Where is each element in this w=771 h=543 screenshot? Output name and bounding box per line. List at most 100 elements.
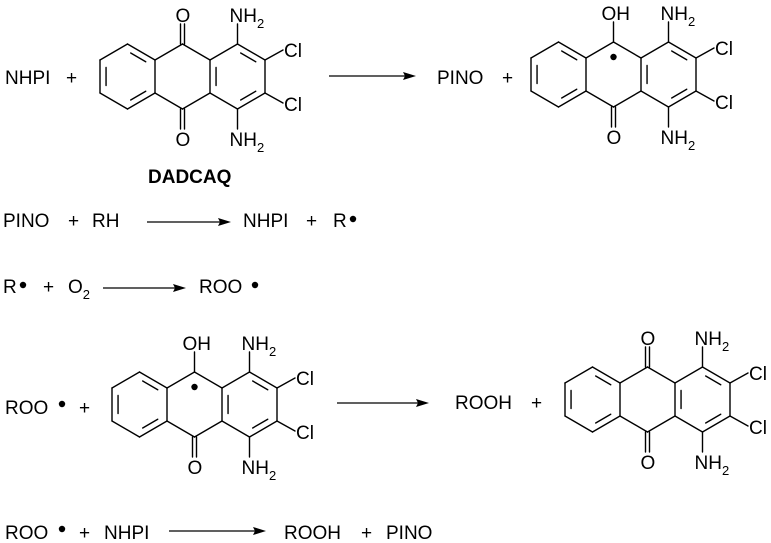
chloro-bond bbox=[276, 377, 296, 389]
ring-bond bbox=[612, 41, 642, 59]
reactant-pino: PINO bbox=[3, 211, 49, 232]
oxygen-label: O bbox=[641, 453, 656, 474]
radical-dot bbox=[58, 525, 66, 533]
radical-dot bbox=[191, 383, 198, 391]
ring-bond bbox=[646, 415, 676, 433]
ring-bond bbox=[236, 92, 266, 110]
chloro-label: Cl bbox=[715, 39, 733, 60]
reactant-r-radical: R bbox=[3, 277, 17, 298]
plus-sign: + bbox=[502, 68, 513, 89]
hydroxyl-label: OH bbox=[602, 4, 631, 25]
chloro-label: Cl bbox=[296, 369, 314, 390]
amine-label: NH2 bbox=[661, 128, 696, 153]
ring-bond bbox=[193, 420, 223, 438]
ring-bond bbox=[564, 366, 594, 384]
double-bond bbox=[130, 90, 147, 101]
plus-sign: + bbox=[306, 211, 317, 232]
ring-bond bbox=[674, 366, 704, 384]
radical-dot bbox=[19, 281, 27, 289]
double-bond bbox=[252, 418, 269, 429]
double-bond bbox=[142, 418, 159, 429]
radical-dot bbox=[251, 281, 259, 289]
double-bond bbox=[252, 380, 269, 391]
double-bond bbox=[142, 380, 159, 391]
ring-bond bbox=[166, 420, 196, 438]
amine-label: NH2 bbox=[242, 334, 277, 359]
chloro-bond bbox=[264, 92, 284, 104]
ring-bond bbox=[193, 371, 223, 389]
ring-bond bbox=[138, 371, 168, 389]
amine-label: NH2 bbox=[695, 329, 730, 354]
reaction-arrow bbox=[147, 218, 231, 226]
amine-label: NH2 bbox=[230, 130, 265, 155]
double-bond bbox=[240, 90, 257, 101]
oxygen-label: O bbox=[641, 329, 656, 350]
chloro-bond bbox=[695, 47, 715, 59]
ring-bond bbox=[667, 90, 697, 108]
product-roo-radical: ROO bbox=[199, 277, 242, 298]
ring-bond bbox=[640, 90, 670, 108]
chloro-label: Cl bbox=[749, 364, 767, 385]
chloro-bond bbox=[276, 420, 296, 432]
product-nhpi: NHPI bbox=[243, 211, 288, 232]
product-rooh: ROOH bbox=[284, 523, 341, 543]
plus-sign: + bbox=[68, 211, 79, 232]
ring-bond bbox=[221, 420, 251, 438]
radical-dot bbox=[610, 53, 617, 61]
ring-bond bbox=[99, 43, 129, 61]
ring-bond bbox=[209, 43, 239, 61]
double-bond bbox=[130, 52, 147, 63]
plus-sign: + bbox=[66, 68, 77, 89]
product-pino: PINO bbox=[437, 68, 483, 89]
radical-dot bbox=[58, 400, 66, 408]
chloro-label: Cl bbox=[749, 418, 767, 439]
amine-label: NH2 bbox=[230, 6, 265, 31]
ring-bond bbox=[99, 92, 129, 110]
ring-bond bbox=[154, 43, 184, 61]
reaction-arrow bbox=[329, 72, 416, 80]
ring-bond bbox=[209, 92, 239, 110]
ring-bond bbox=[248, 371, 278, 389]
oxygen-label: O bbox=[176, 6, 191, 27]
ring-bond bbox=[126, 43, 156, 61]
product-pino: PINO bbox=[386, 523, 432, 543]
ring-bond bbox=[111, 371, 141, 389]
chloro-label: Cl bbox=[296, 423, 314, 444]
reactant-rh: RH bbox=[92, 211, 119, 232]
chloro-label: Cl bbox=[715, 93, 733, 114]
radical-dot bbox=[349, 215, 357, 223]
chloro-bond bbox=[729, 372, 749, 384]
double-bond bbox=[705, 413, 722, 424]
ring-bond bbox=[674, 415, 704, 433]
ring-bond bbox=[126, 92, 156, 110]
ring-bond bbox=[236, 43, 266, 61]
reactant-nhpi: NHPI bbox=[104, 523, 149, 543]
reaction-arrow bbox=[337, 399, 429, 407]
ring-bond bbox=[166, 371, 196, 389]
ring-bond bbox=[564, 415, 594, 433]
double-bond bbox=[561, 88, 578, 99]
double-bond bbox=[595, 413, 612, 424]
plus-sign: + bbox=[79, 398, 90, 419]
ring-bond bbox=[591, 366, 621, 384]
chloro-label: Cl bbox=[284, 95, 302, 116]
plus-sign: + bbox=[531, 393, 542, 414]
ring-bond bbox=[221, 371, 251, 389]
plus-sign: + bbox=[361, 523, 372, 543]
plus-sign: + bbox=[79, 523, 90, 543]
ring-bond bbox=[646, 366, 676, 384]
reactant-oxygen: O2 bbox=[68, 277, 90, 302]
ring-bond bbox=[612, 90, 642, 108]
ring-bond bbox=[154, 92, 184, 110]
oxygen-label: O bbox=[188, 458, 203, 479]
reactant-roo-radical: ROO bbox=[5, 523, 48, 543]
reactant-roo-radical: ROO bbox=[5, 398, 48, 419]
reaction-arrow bbox=[103, 284, 186, 292]
double-bond bbox=[595, 375, 612, 386]
amine-label: NH2 bbox=[242, 458, 277, 483]
